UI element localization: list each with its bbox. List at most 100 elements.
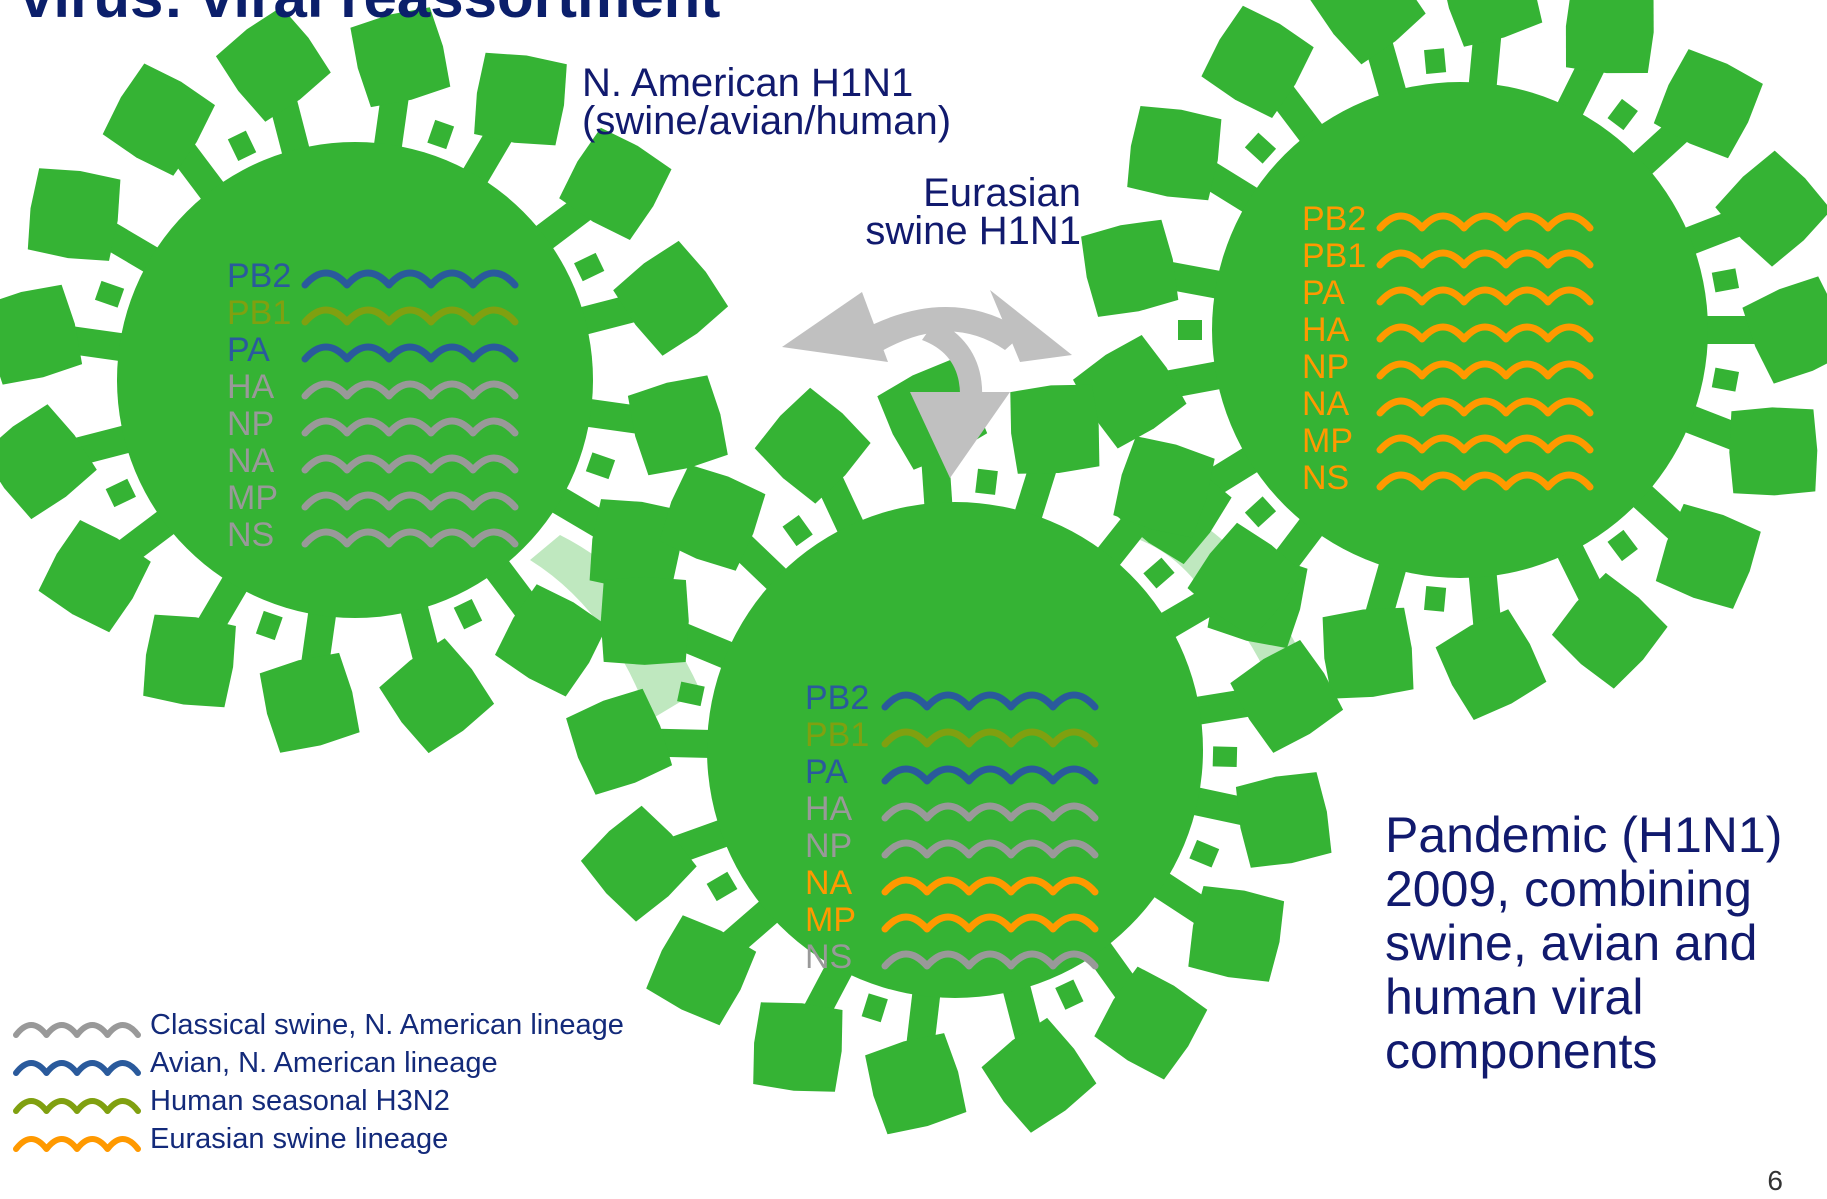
segment-wave-pa (301, 343, 519, 363)
surface-knob (975, 468, 998, 495)
surface-knob (1143, 557, 1175, 589)
spike-head (0, 404, 97, 520)
segment-label-ns: NS (227, 516, 274, 554)
spike-head (1322, 607, 1414, 699)
spike-head (102, 63, 215, 176)
surface-knob (585, 452, 616, 480)
segment-label-pa: PA (1302, 274, 1345, 312)
surface-knob (105, 478, 136, 508)
segment-wave-mp (1376, 434, 1594, 454)
spike-head (754, 387, 871, 504)
surface-knob (782, 515, 813, 547)
spike-head (350, 7, 451, 108)
segment-wave-pa (1376, 286, 1594, 306)
surface-knob (1424, 585, 1447, 612)
spike-head (0, 284, 83, 385)
spike-head (379, 638, 495, 754)
segment-wave-na (1376, 397, 1594, 417)
segment-label-na: NA (1302, 385, 1350, 423)
surface-knob (427, 119, 455, 150)
surface-knob (227, 130, 257, 161)
segment-label-na: NA (805, 864, 853, 902)
segment-wave-pb2 (301, 269, 519, 289)
spike-head (1742, 276, 1827, 384)
segment-wave-ns (881, 950, 1099, 970)
spike-head (27, 168, 121, 261)
spike-head (1187, 522, 1303, 638)
spike-head (627, 375, 728, 476)
surface-knob (1607, 529, 1638, 562)
segment-wave-na (301, 454, 519, 474)
surface-knob (1244, 496, 1277, 528)
segment-label-pa: PA (227, 331, 270, 369)
spike-head (1073, 335, 1187, 449)
surface-knob (1424, 48, 1447, 75)
spike-head (981, 1017, 1097, 1133)
segment-wave-ha (881, 802, 1099, 822)
segment-label-pb1: PB1 (805, 716, 869, 754)
segment-label-np: NP (805, 827, 852, 865)
segment-wave-pb2 (881, 691, 1099, 711)
virus-particles: PB2PB1PAHANPNAMPNSPB2PB1PAHANPNAMPNSPB2P… (0, 0, 1827, 1135)
spike-head (1653, 49, 1763, 159)
surface-knob (1055, 979, 1084, 1010)
segment-wave-ns (301, 528, 519, 548)
segment-wave-ns (1376, 471, 1594, 491)
spike-head (600, 576, 689, 665)
spike-head (1435, 609, 1547, 720)
segment-label-pb2: PB2 (227, 257, 291, 295)
spike-head (1201, 5, 1314, 119)
surface-knob (255, 610, 283, 641)
surface-knob (1189, 839, 1220, 868)
surface-knob (706, 871, 738, 902)
segment-wave-mp (881, 913, 1099, 933)
segment-label-mp: MP (227, 479, 278, 517)
spike-head (1565, 0, 1654, 74)
virus-body (1212, 82, 1708, 578)
segment-wave-np (881, 839, 1099, 859)
spike-head (1235, 772, 1332, 868)
segment-wave-pb2 (1376, 212, 1594, 232)
segment-label-mp: MP (805, 901, 856, 939)
segment-wave-pb1 (1376, 249, 1594, 269)
surface-knob (453, 599, 483, 630)
surface-knob (861, 993, 888, 1023)
segment-label-na: NA (227, 442, 275, 480)
segment-label-np: NP (1302, 348, 1349, 386)
spike-head (1310, 0, 1426, 65)
spike-head (613, 240, 729, 356)
surface-knob (1711, 268, 1740, 293)
segment-label-ns: NS (805, 938, 852, 976)
spike-head (474, 52, 567, 146)
segment-wave-ha (1376, 323, 1594, 343)
segment-label-pb1: PB1 (227, 294, 291, 332)
segment-label-ns: NS (1302, 459, 1349, 497)
segment-wave-mp (301, 491, 519, 511)
spike-head (580, 805, 697, 922)
arrowhead-down (910, 392, 1010, 478)
spike-head (566, 688, 673, 795)
segment-wave-pb1 (881, 728, 1099, 748)
segment-label-pb2: PB2 (1302, 200, 1366, 238)
virus-body (117, 142, 593, 618)
spike-head (259, 652, 360, 753)
spike-head (1447, 0, 1543, 47)
surface-knob (1711, 367, 1740, 392)
spike-head (589, 499, 683, 592)
segment-label-pb2: PB2 (805, 679, 869, 717)
spike-head (865, 1033, 967, 1135)
spike-head (1715, 150, 1827, 267)
segment-wave-np (1376, 360, 1594, 380)
arrow-shaft-down (922, 320, 983, 400)
segment-label-ha: HA (1302, 311, 1350, 349)
spike-head (1081, 219, 1179, 317)
spike-head (495, 584, 608, 697)
segment-label-ha: HA (805, 790, 853, 828)
segment-label-pb1: PB1 (1302, 237, 1366, 275)
spike-head (1127, 106, 1222, 201)
segment-label-ha: HA (227, 368, 275, 406)
surface-knob (1212, 746, 1238, 767)
